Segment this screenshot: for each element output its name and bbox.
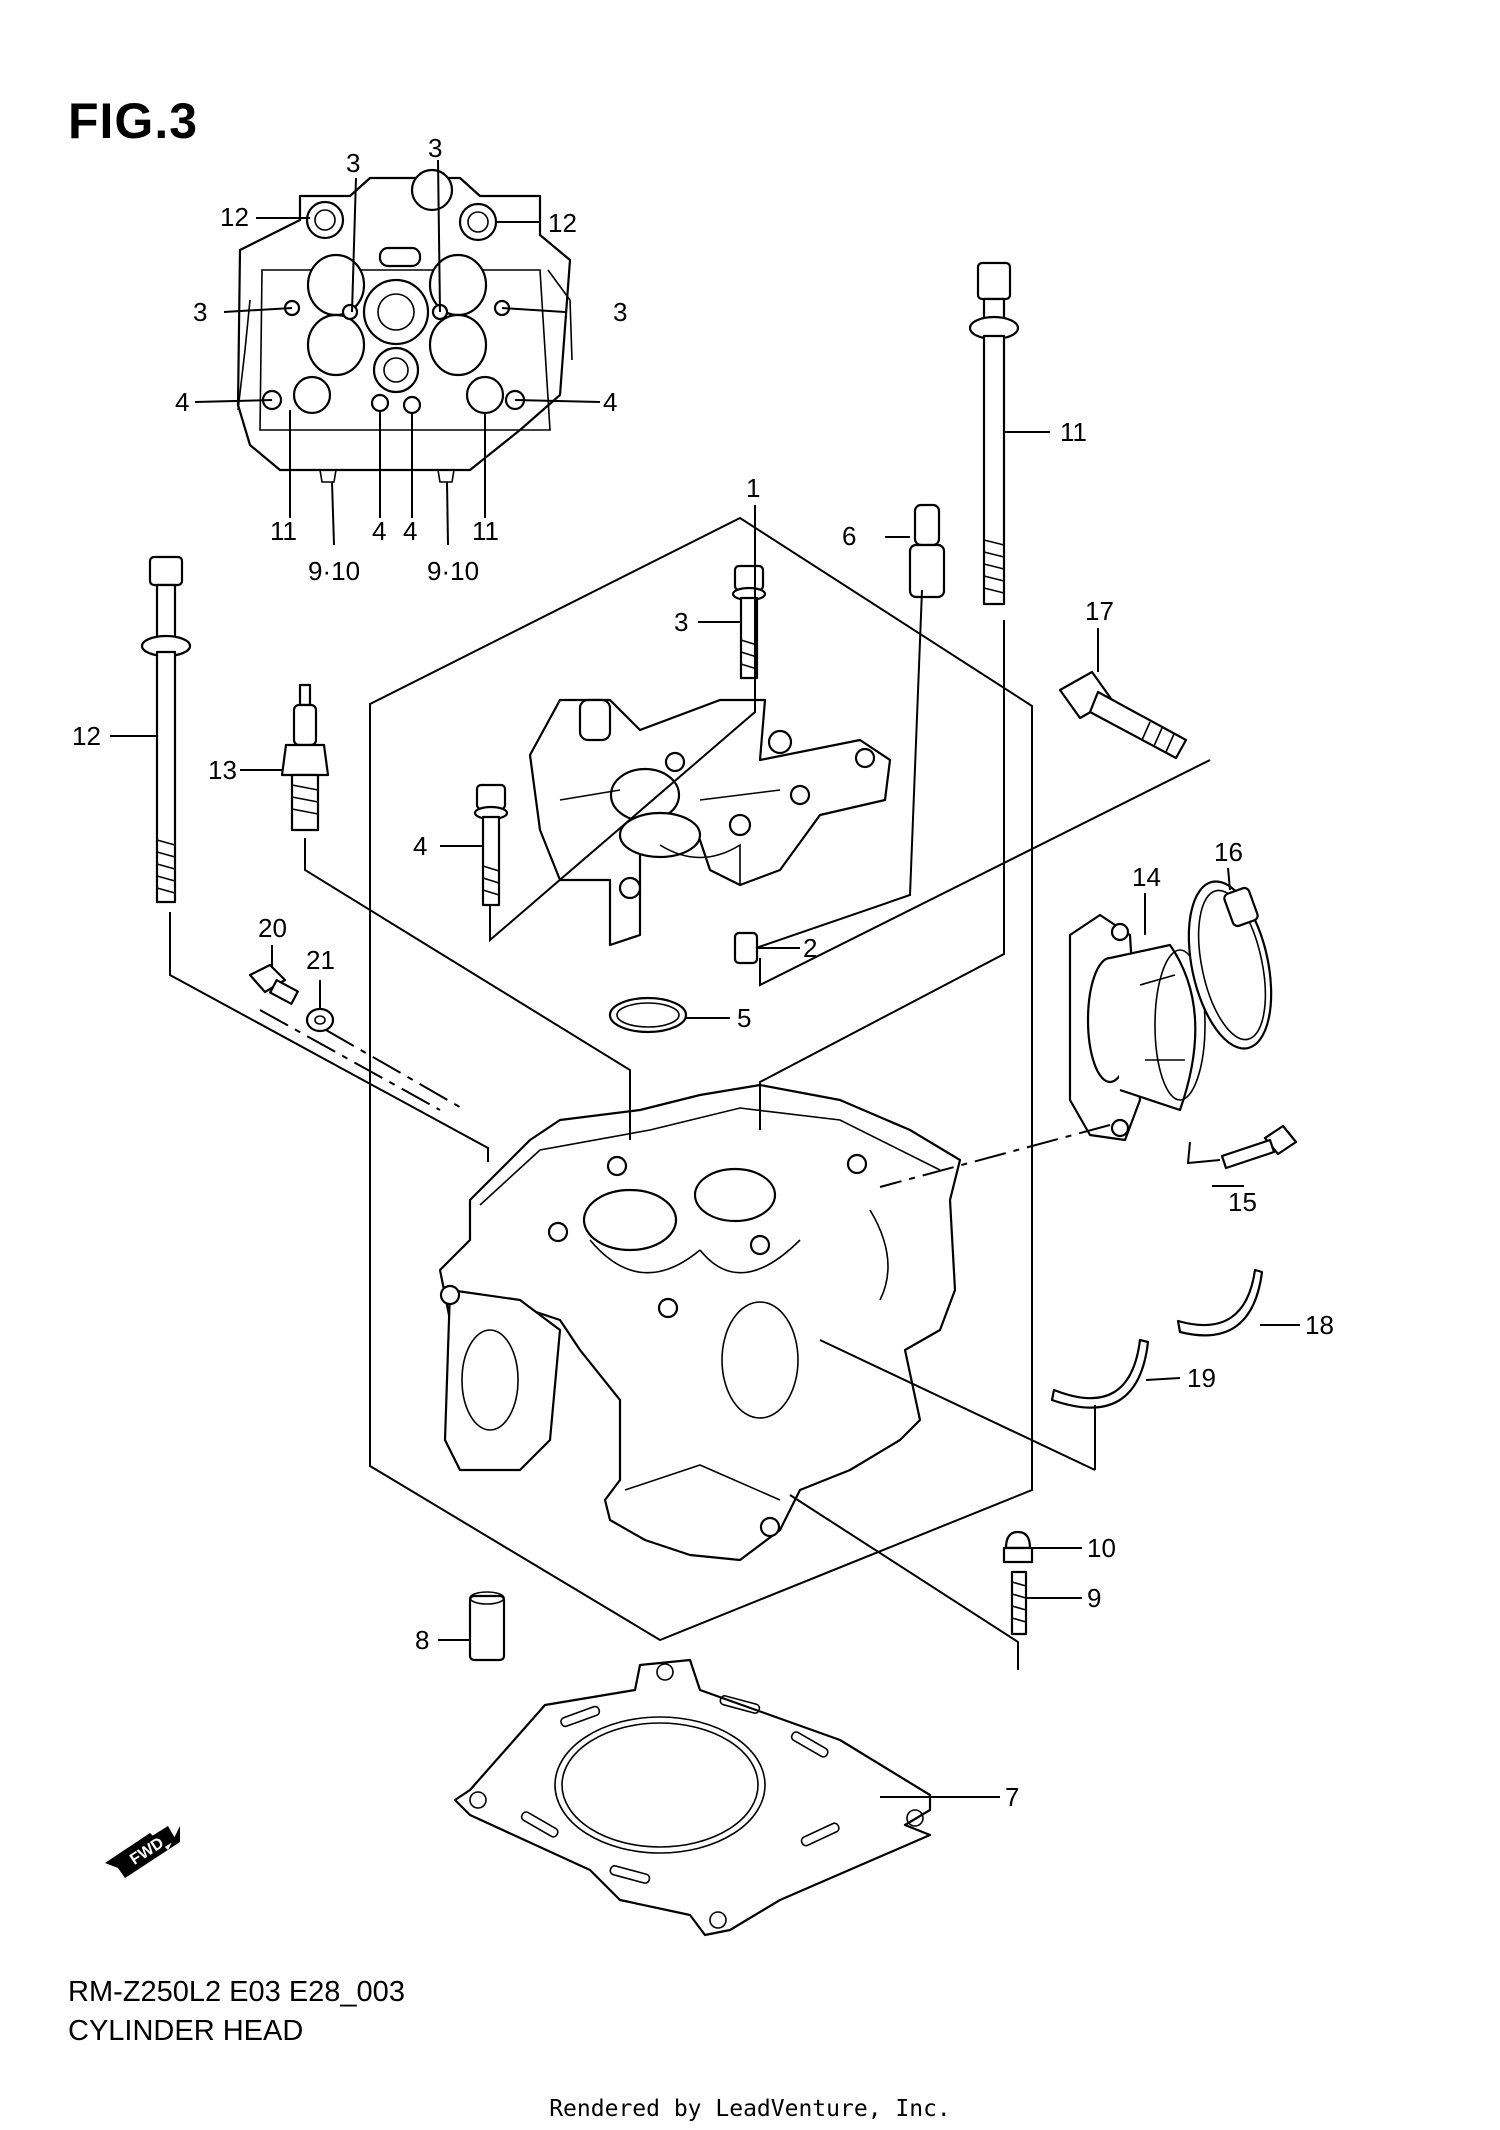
callout-1: 1 [746, 473, 760, 503]
callout-17: 17 [1085, 596, 1114, 626]
figure-name: CYLINDER HEAD [68, 2015, 304, 2047]
long-bolt-left [140, 555, 192, 904]
bolt-4 [473, 783, 509, 907]
bolt-20 [248, 963, 299, 1005]
washer-21 [305, 1007, 335, 1033]
callout-11: 11 [472, 516, 499, 546]
model-code: RM-Z250L2 E03 E28_003 [68, 1976, 405, 2008]
stud-9 [1010, 1570, 1028, 1636]
bolt-3 [731, 564, 767, 680]
callout-3: 3 [193, 297, 207, 327]
bolt-15 [1220, 1124, 1298, 1170]
spark-plug [280, 683, 330, 832]
callout-8: 8 [415, 1625, 429, 1655]
callout-12: 12 [548, 208, 577, 238]
callout-9-10: 9·10 [427, 556, 479, 586]
figure-title: FIG.3 [68, 93, 199, 149]
callout-9-10: 9·10 [308, 556, 360, 586]
callout-16: 16 [1214, 837, 1243, 867]
callout-9: 9 [1087, 1583, 1101, 1613]
nut-10 [1002, 1530, 1034, 1564]
callout-7: 7 [1005, 1782, 1019, 1812]
callout-3: 3 [346, 148, 360, 178]
head-gasket [453, 1658, 932, 1937]
dowel-pin [733, 931, 759, 965]
valve-guide [908, 503, 946, 599]
callout-12: 12 [220, 202, 249, 232]
intake-pipe [1068, 913, 1206, 1142]
callout-6: 6 [842, 521, 856, 551]
cam-chain-clip-19 [1050, 1338, 1150, 1409]
render-credit: Rendered by LeadVenture, Inc. [549, 2096, 951, 2122]
callout-4: 4 [603, 387, 617, 417]
callout-14: 14 [1132, 862, 1161, 892]
callout-13: 13 [208, 755, 237, 785]
callout-4: 4 [403, 516, 417, 546]
dowel-8 [468, 1591, 506, 1662]
top-view-leaders [194, 159, 601, 546]
callout-2: 2 [803, 933, 817, 963]
callout-4: 4 [372, 516, 386, 546]
assembly-frame [369, 516, 1033, 1642]
callout-3: 3 [428, 133, 442, 163]
main-leaders [110, 431, 1300, 1798]
fwd-arrow-icon: FWD [105, 1826, 180, 1878]
callout-4: 4 [175, 387, 189, 417]
callout-labels: 12 12 3 3 3 3 4 4 11 4 4 11 9·10 9·10 1 … [72, 133, 1334, 1812]
callout-5: 5 [737, 1003, 751, 1033]
callout-3: 3 [613, 297, 627, 327]
callout-12: 12 [72, 721, 101, 751]
callout-11: 11 [1060, 417, 1087, 447]
top-view-cylinder-head [236, 168, 573, 483]
callout-18: 18 [1305, 1310, 1334, 1340]
long-bolt-right [968, 261, 1020, 606]
bolt-17 [1058, 670, 1188, 760]
callout-11: 11 [270, 516, 297, 546]
callout-10: 10 [1087, 1533, 1116, 1563]
callout-3: 3 [674, 607, 688, 637]
o-ring [608, 996, 688, 1034]
callout-21: 21 [306, 945, 335, 975]
cylinder-head-body [438, 1083, 962, 1562]
callout-20: 20 [258, 913, 287, 943]
hose-clamp [1187, 880, 1273, 1050]
callout-15: 15 [1228, 1187, 1257, 1217]
camshaft-holder [528, 698, 892, 947]
cam-chain-clip-18 [1176, 1268, 1264, 1337]
callout-4: 4 [413, 831, 427, 861]
callout-19: 19 [1187, 1363, 1216, 1393]
